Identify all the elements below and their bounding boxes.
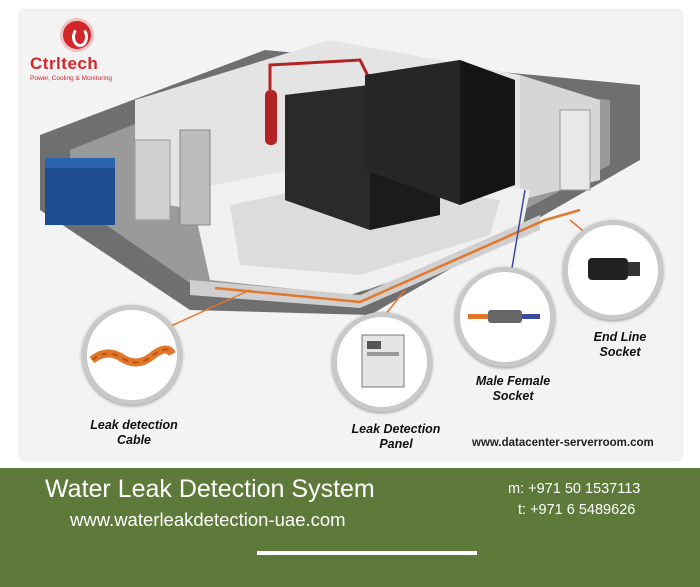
leak-cable-path bbox=[214, 208, 581, 304]
footer-url[interactable]: www.waterleakdetection-uae.com bbox=[70, 509, 346, 530]
server-rack-row-1-front bbox=[285, 85, 370, 230]
battery-rack bbox=[179, 129, 211, 226]
server-rack-row-2-front bbox=[365, 60, 460, 205]
footer-mobile: m: +971 50 1537113 bbox=[508, 481, 641, 497]
ctrltech-logo: Ctrltech Power, Cooling & Monitoring bbox=[30, 18, 140, 82]
footer-title: Water Leak Detection System bbox=[45, 475, 375, 503]
leak-panel-icon bbox=[361, 334, 405, 388]
leak-cable-circle bbox=[82, 305, 182, 405]
room-door bbox=[559, 109, 591, 191]
male-female-circle bbox=[455, 267, 555, 367]
diagram-frame: Ctrltech Power, Cooling & Monitoring bbox=[0, 0, 700, 468]
callout-line-male-female bbox=[509, 189, 526, 281]
footer-divider bbox=[257, 551, 477, 555]
source-website: www.datacenter-serverroom.com bbox=[472, 437, 654, 449]
connector-icon bbox=[468, 310, 540, 323]
logo-name: Ctrltech bbox=[30, 54, 99, 73]
power-icon bbox=[60, 18, 94, 52]
generator-top bbox=[45, 158, 115, 168]
logo-tagline: Power, Cooling & Monitoring bbox=[30, 75, 113, 82]
ups-unit bbox=[134, 139, 171, 221]
fire-cylinder bbox=[265, 90, 277, 145]
fire-pipe bbox=[268, 58, 372, 90]
footer-phone: t: +971 6 5489626 bbox=[518, 502, 636, 518]
generator bbox=[45, 165, 115, 225]
server-room-illustration bbox=[40, 40, 640, 340]
leak-panel-circle bbox=[332, 312, 432, 412]
end-plug-icon bbox=[588, 258, 640, 280]
end-line-circle bbox=[563, 220, 663, 320]
leak-cable-icon bbox=[89, 345, 176, 367]
